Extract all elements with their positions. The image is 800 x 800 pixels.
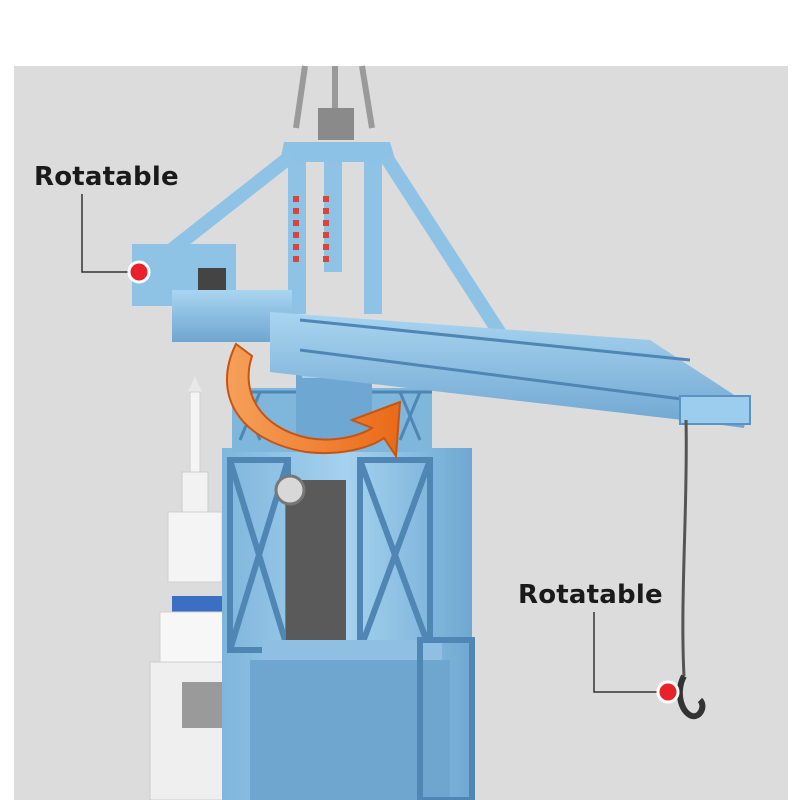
top-rotatable-label: Rotatable [34,162,179,192]
hook-cable [681,419,688,677]
tie-rods [167,153,519,359]
crane-hook [676,674,706,720]
bottom-callout-line [593,612,664,693]
rotation-arrow-icon [226,342,402,459]
bottom-rotatable-label: Rotatable [518,580,663,610]
top-callout-line [81,194,136,273]
bottom-marker-icon [656,680,680,704]
hoist-block [318,108,354,140]
top-marker-icon [127,260,151,284]
main-jib [270,312,751,428]
crane-mast-top [280,142,396,314]
tower-base [222,448,475,800]
